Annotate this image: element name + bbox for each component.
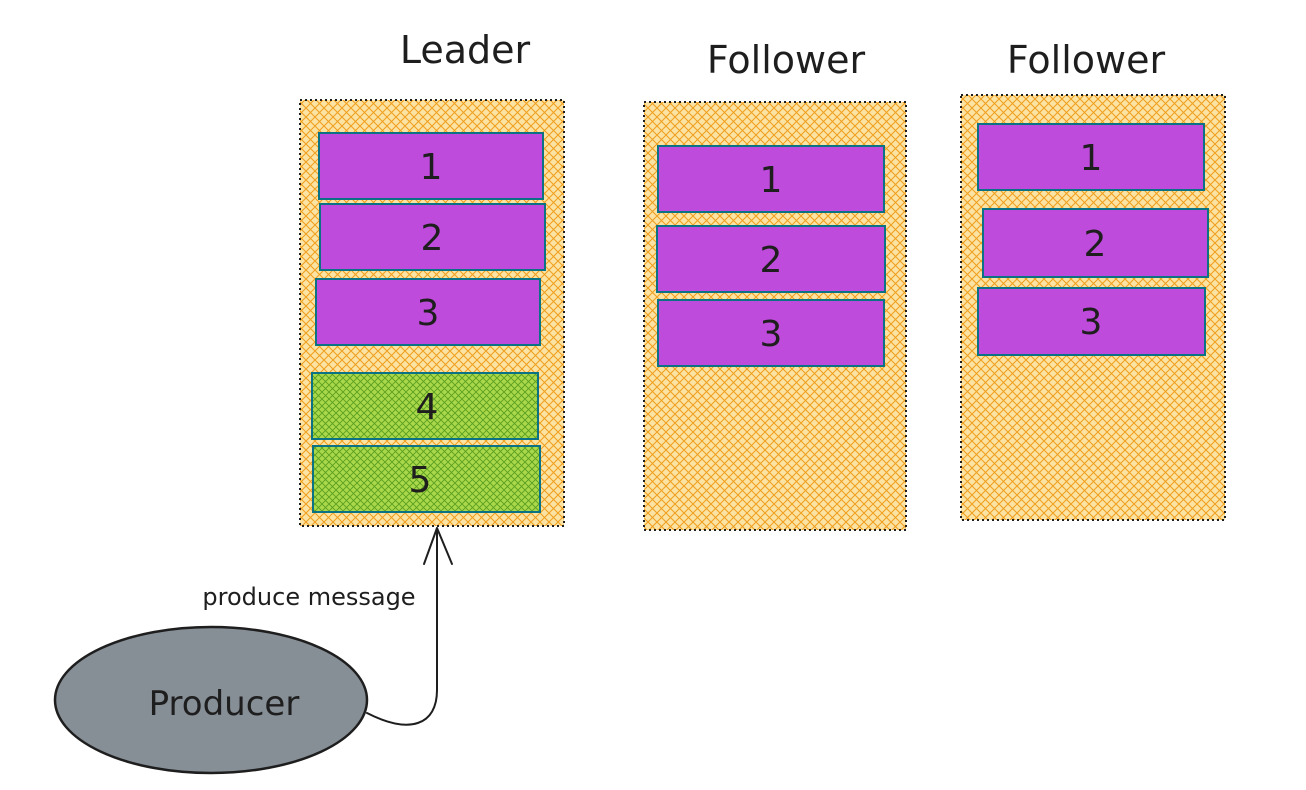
follower-1-message-1-label: 1 bbox=[760, 160, 783, 201]
produce-arrow-line bbox=[366, 531, 438, 726]
leader-partition: Leader 1 2 3 4 5 bbox=[299, 28, 565, 527]
producer-label: Producer bbox=[149, 684, 300, 724]
follower-2-message-1-box bbox=[977, 123, 1205, 191]
follower-2-title: Follower bbox=[1007, 38, 1166, 82]
follower-1-message-2-box bbox=[656, 225, 886, 293]
arrowhead-icon bbox=[423, 527, 453, 565]
produce-message-label: produce message bbox=[202, 583, 415, 611]
follower-2-partition: Follower 1 2 3 bbox=[960, 38, 1226, 521]
producer: Producer bbox=[53, 625, 369, 775]
leader-message-5-label: 5 bbox=[409, 460, 432, 501]
leader-message-4-box bbox=[311, 372, 539, 440]
leader-message-5-box bbox=[312, 445, 541, 513]
follower-1-partition: Follower 1 2 3 bbox=[643, 38, 907, 531]
leader-message-2-label: 2 bbox=[421, 218, 444, 259]
follower-2-message-3-box bbox=[977, 287, 1206, 356]
leader-message-3-box bbox=[315, 278, 541, 346]
leader-message-2-box bbox=[319, 203, 546, 271]
follower-1-message-2-label: 2 bbox=[760, 240, 783, 281]
leader-message-1-label: 1 bbox=[420, 147, 443, 188]
leader-message-1-box bbox=[318, 132, 544, 200]
follower-2-message-1-label: 1 bbox=[1080, 138, 1103, 179]
follower-1-message-3-box bbox=[657, 299, 885, 367]
follower-1-title: Follower bbox=[707, 38, 866, 82]
leader-title: Leader bbox=[400, 28, 531, 72]
follower-1-message-1-box bbox=[657, 145, 885, 213]
producer-ellipse bbox=[53, 625, 369, 775]
follower-2-message-2-label: 2 bbox=[1084, 224, 1107, 265]
follower-1-message-3-label: 3 bbox=[760, 314, 783, 355]
produce-message-arrow: produce message bbox=[202, 527, 453, 726]
follower-2-message-2-box bbox=[982, 208, 1209, 278]
leader-message-3-label: 3 bbox=[417, 293, 440, 334]
follower-2-message-3-label: 3 bbox=[1080, 302, 1103, 343]
leader-message-4-label: 4 bbox=[416, 387, 439, 428]
